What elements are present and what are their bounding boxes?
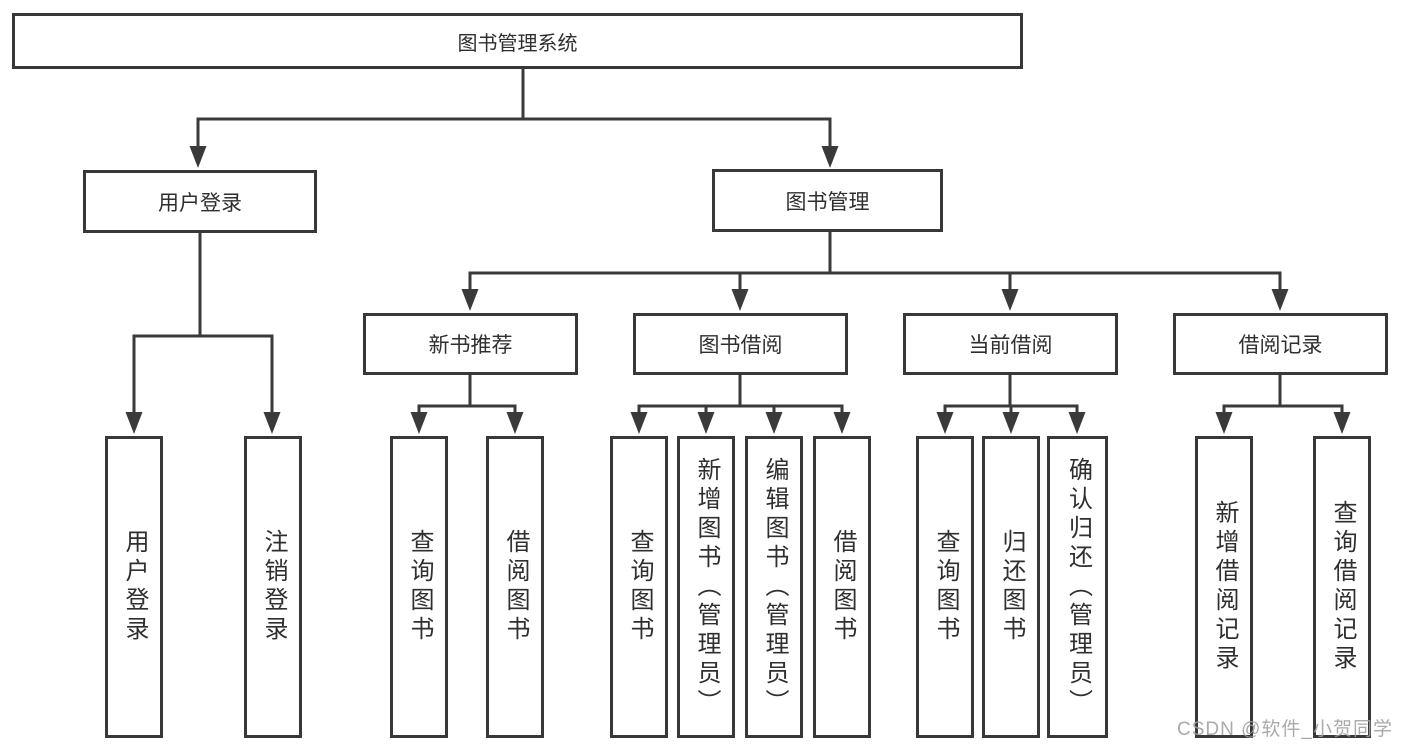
leaf-query-borrow-record: 查询借阅记录 xyxy=(1313,436,1371,738)
node-user-login: 用户登录 xyxy=(83,170,317,233)
leaf-label: 新增借阅记录 xyxy=(1211,500,1238,674)
node-label: 用户登录 xyxy=(158,191,242,215)
leaf-user-login: 用户登录 xyxy=(105,436,163,738)
leaf-add-borrow-record: 新增借阅记录 xyxy=(1195,436,1253,738)
node-label: 图书管理 xyxy=(785,190,870,214)
leaf-edit-books-admin: 编辑图书（管理员） xyxy=(745,436,803,738)
node-label: 借阅记录 xyxy=(1238,334,1323,357)
leaf-add-books-admin: 新增图书（管理员） xyxy=(677,436,735,738)
node-label: 当前借阅 xyxy=(968,334,1053,357)
leaf-label: 查询借阅记录 xyxy=(1329,500,1356,674)
leaf-query-books-borrowing: 查询图书 xyxy=(610,436,668,738)
leaf-label: 查询图书 xyxy=(932,529,959,645)
csdn-watermark: CSDN @软件_小贺同学 xyxy=(1177,719,1393,740)
node-new-book-recommendation: 新书推荐 xyxy=(363,313,578,375)
node-label: 图书借阅 xyxy=(698,334,783,357)
leaf-return-books: 归还图书 xyxy=(982,436,1040,738)
leaf-label: 借阅图书 xyxy=(829,529,856,645)
node-book-management: 图书管理 xyxy=(712,169,943,232)
leaf-label: 确认归还（管理员） xyxy=(1064,456,1092,718)
arrowheads xyxy=(125,146,1351,434)
leaf-label: 用户登录 xyxy=(121,529,148,645)
node-current-borrowing: 当前借阅 xyxy=(903,313,1118,375)
leaf-query-books-recommend: 查询图书 xyxy=(390,436,448,738)
leaf-logout: 注销登录 xyxy=(244,436,302,738)
leaf-label: 新增图书（管理员） xyxy=(693,456,720,718)
leaf-query-books-current: 查询图书 xyxy=(916,436,974,738)
leaf-label: 借阅图书 xyxy=(502,529,529,645)
leaf-borrow-books-recommend: 借阅图书 xyxy=(486,436,544,738)
node-label: 新书推荐 xyxy=(428,334,513,357)
leaf-label: 编辑图书（管理员） xyxy=(761,456,788,718)
leaf-label: 注销登录 xyxy=(260,529,287,645)
node-library-management-system: 图书管理系统 xyxy=(12,13,1023,69)
leaf-label: 归还图书 xyxy=(998,529,1025,645)
node-label: 图书管理系统 xyxy=(457,32,578,55)
leaf-confirm-return-admin: 确认归还（管理员） xyxy=(1047,436,1108,738)
node-borrowing-records: 借阅记录 xyxy=(1173,313,1388,375)
node-book-borrowing: 图书借阅 xyxy=(633,313,848,375)
leaf-label: 查询图书 xyxy=(406,529,433,645)
leaf-label: 查询图书 xyxy=(626,529,653,645)
leaf-borrow-books-borrowing: 借阅图书 xyxy=(813,436,871,738)
